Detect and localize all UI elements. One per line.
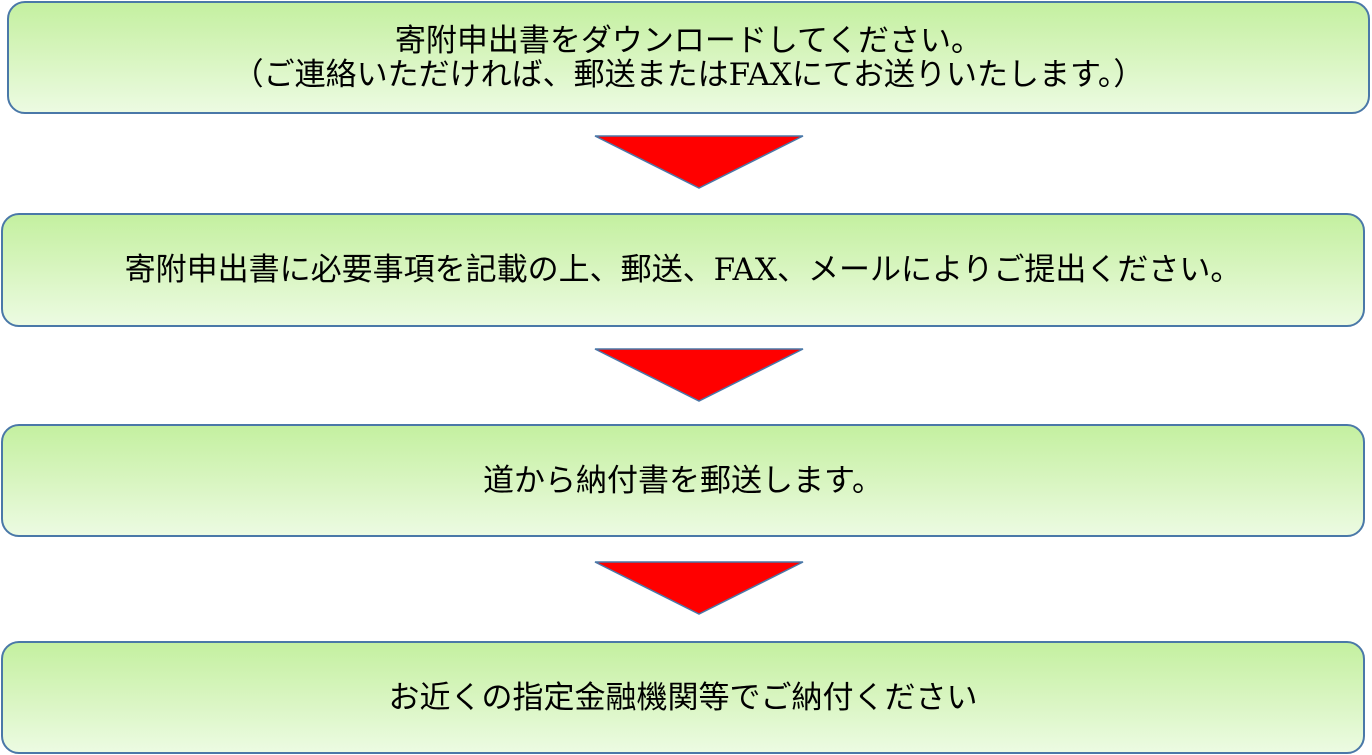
step-3-text: 道から納付書を郵送します。 <box>483 462 883 499</box>
step-2-text: 寄附申出書に必要事項を記載の上、郵送、FAX、メールによりご提出ください。 <box>124 252 1242 288</box>
step-box-pay-at-bank: お近くの指定金融機関等でご納付ください <box>1 641 1365 754</box>
step-4-text: お近くの指定金融機関等でご納付ください <box>388 679 978 716</box>
down-arrow-icon <box>594 348 804 402</box>
step-1-subtext: （ご連絡いただければ、郵送またはFAXにてお送りいたします。） <box>232 56 1145 93</box>
step-box-download-form: 寄附申出書をダウンロードしてください。 （ご連絡いただければ、郵送またはFAXに… <box>7 1 1370 114</box>
step-box-payment-slip: 道から納付書を郵送します。 <box>1 424 1365 537</box>
step-1-text: 寄附申出書をダウンロードしてください。 <box>394 22 983 59</box>
down-arrow-icon <box>594 561 804 615</box>
down-arrow-icon <box>594 135 804 189</box>
step-box-submit-form: 寄附申出書に必要事項を記載の上、郵送、FAX、メールによりご提出ください。 <box>1 213 1365 327</box>
